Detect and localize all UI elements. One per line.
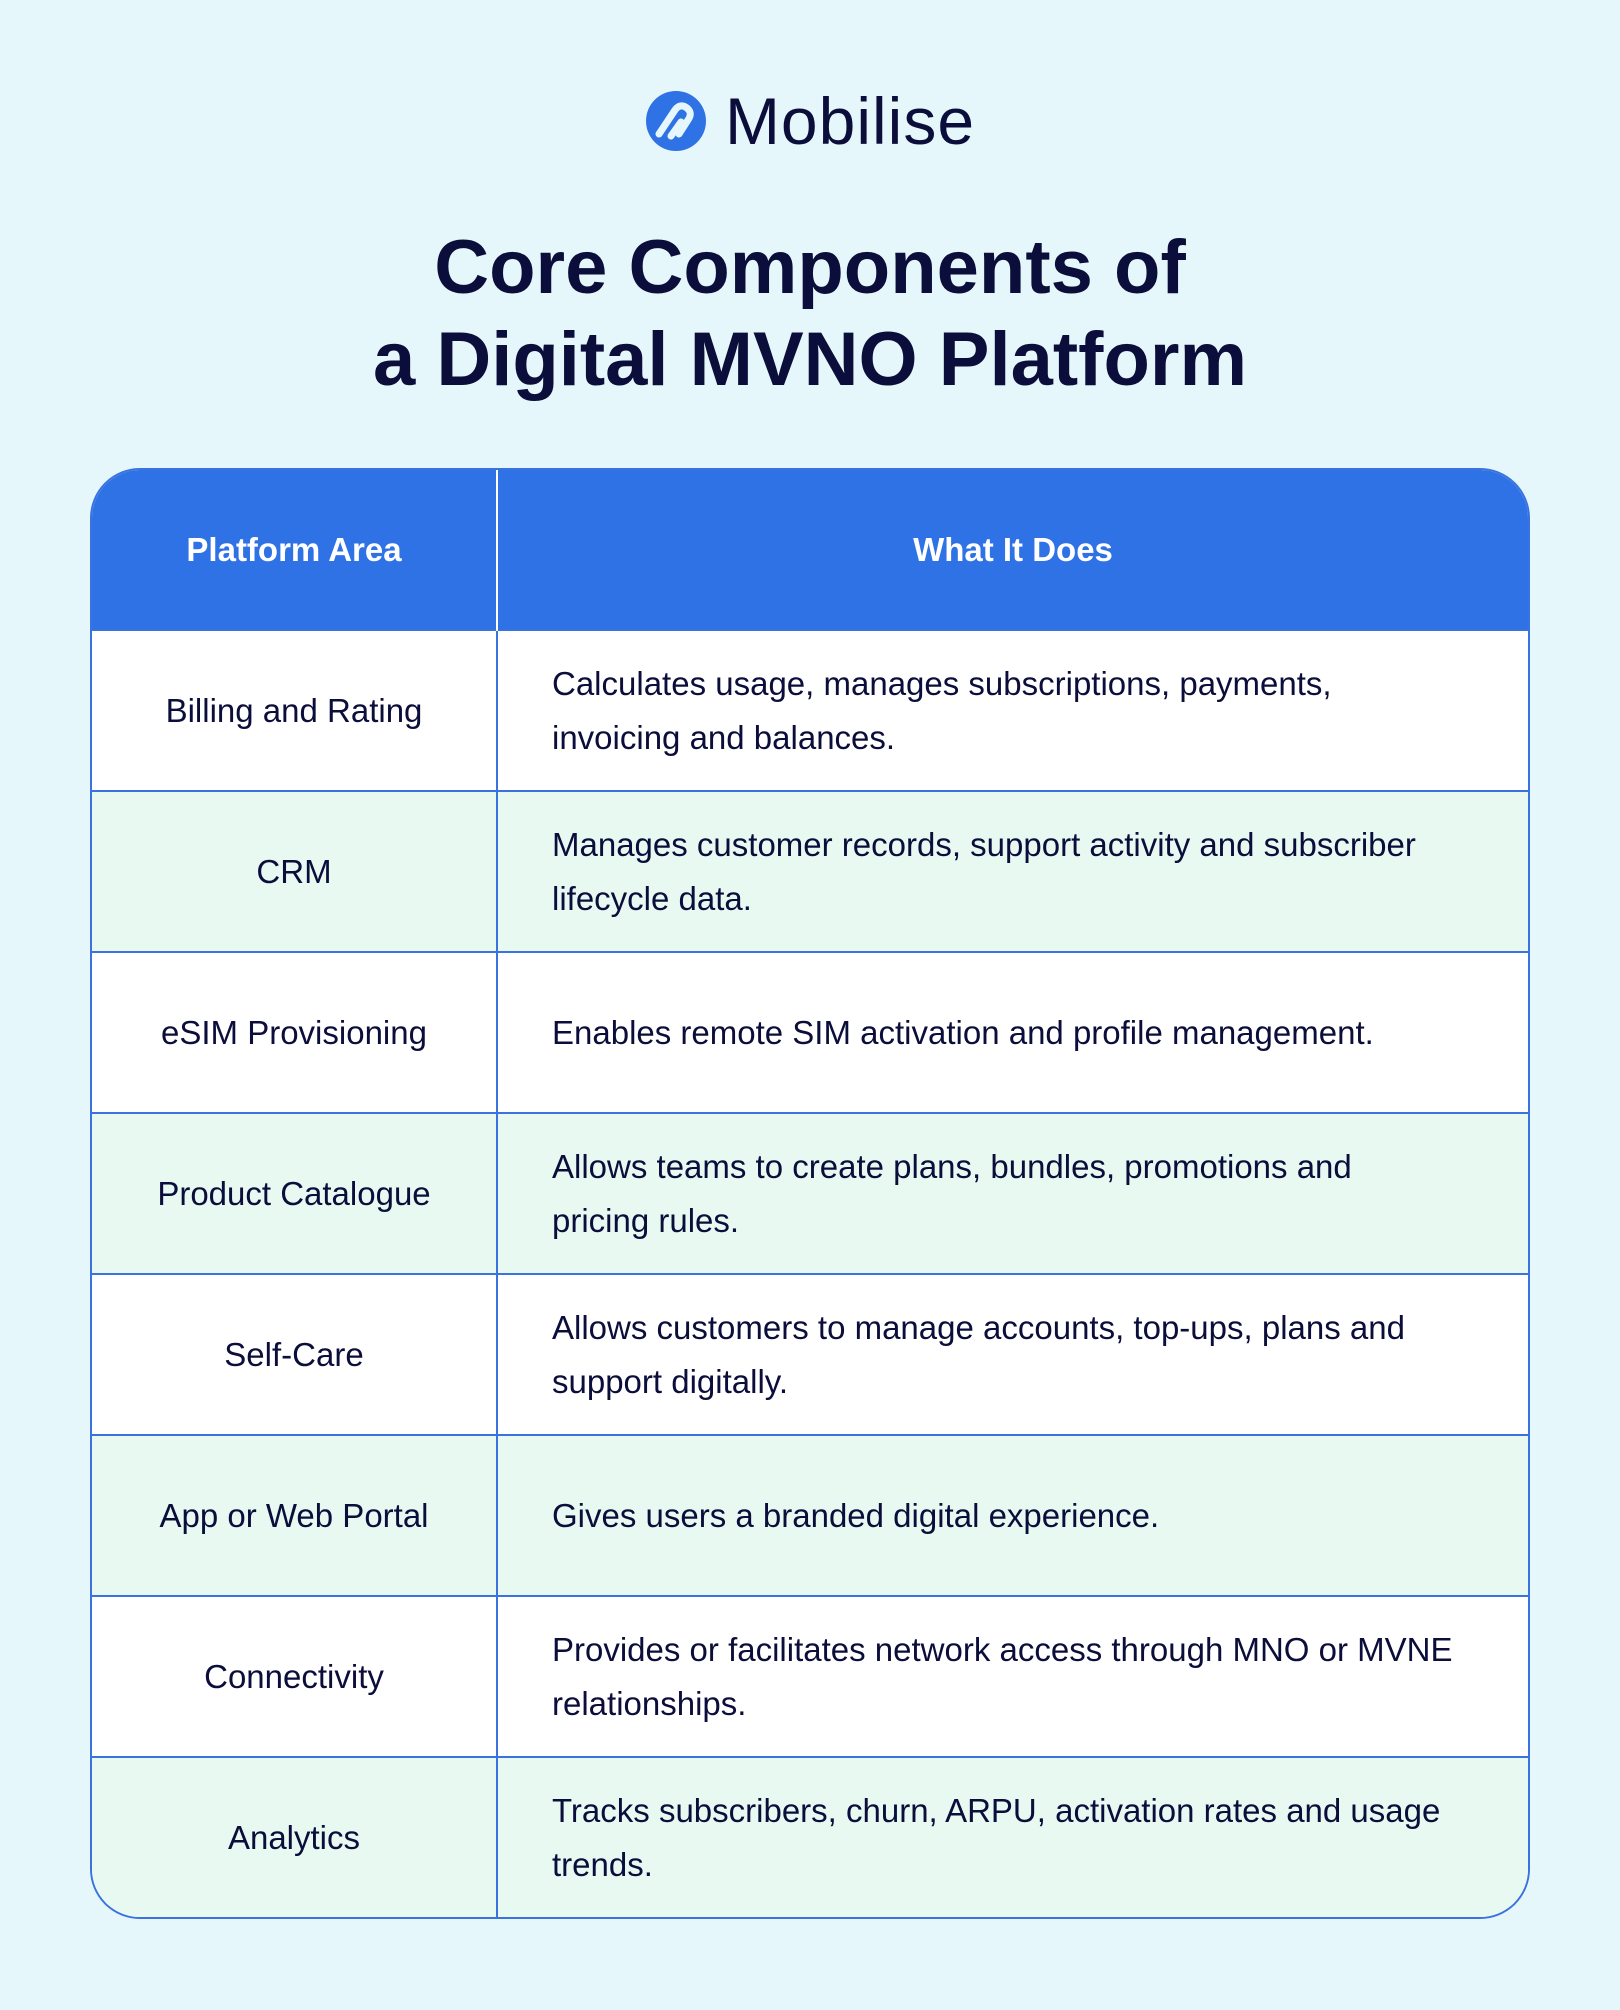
platform-area-cell: eSIM Provisioning	[92, 951, 498, 1113]
description-cell: Allows teams to create plans, bundles, p…	[497, 1112, 1528, 1274]
table-row: Product Catalogue Allows teams to create…	[92, 1112, 1528, 1274]
table-row: App or Web Portal Gives users a branded …	[92, 1434, 1528, 1596]
platform-area-cell: App or Web Portal	[92, 1434, 498, 1596]
platform-area-cell: Analytics	[92, 1756, 498, 1917]
mobilise-logo-icon	[645, 91, 706, 151]
table-row: Analytics Tracks subscribers, churn, ARP…	[92, 1756, 1528, 1917]
description-cell: Provides or facilitates network access t…	[497, 1595, 1528, 1757]
components-table-container: Platform Area What It Does Billing and R…	[90, 468, 1530, 1919]
description-cell: Tracks subscribers, churn, ARPU, activat…	[497, 1756, 1528, 1917]
page-title: Core Components of a Digital MVNO Platfo…	[0, 222, 1620, 406]
table-row: Billing and Rating Calculates usage, man…	[92, 629, 1528, 791]
table-row: Self-Care Allows customers to manage acc…	[92, 1273, 1528, 1435]
table-row: Connectivity Provides or facilitates net…	[92, 1595, 1528, 1757]
table-row: eSIM Provisioning Enables remote SIM act…	[92, 951, 1528, 1113]
column-header-platform-area: Platform Area	[92, 470, 498, 630]
description-cell: Calculates usage, manages subscriptions,…	[497, 629, 1528, 791]
description-cell: Manages customer records, support activi…	[497, 790, 1528, 952]
platform-area-cell: Billing and Rating	[92, 629, 498, 791]
brand-name: Mobilise	[724, 84, 976, 158]
platform-area-cell: Self-Care	[92, 1273, 498, 1435]
page-title-line-1: Core Components of	[434, 225, 1186, 310]
page-title-line-2: a Digital MVNO Platform	[372, 317, 1248, 402]
components-table: Platform Area What It Does Billing and R…	[92, 470, 1528, 1917]
description-cell: Gives users a branded digital experience…	[497, 1434, 1528, 1596]
table-header-row: Platform Area What It Does	[92, 470, 1528, 630]
platform-area-cell: Product Catalogue	[92, 1112, 498, 1274]
description-cell: Enables remote SIM activation and profil…	[497, 951, 1528, 1113]
table-row: CRM Manages customer records, support ac…	[92, 790, 1528, 952]
description-cell: Allows customers to manage accounts, top…	[497, 1273, 1528, 1435]
brand-logo: Mobilise	[0, 88, 1620, 154]
platform-area-cell: Connectivity	[92, 1595, 498, 1757]
column-header-what-it-does: What It Does	[913, 530, 1113, 568]
platform-area-cell: CRM	[92, 790, 498, 952]
